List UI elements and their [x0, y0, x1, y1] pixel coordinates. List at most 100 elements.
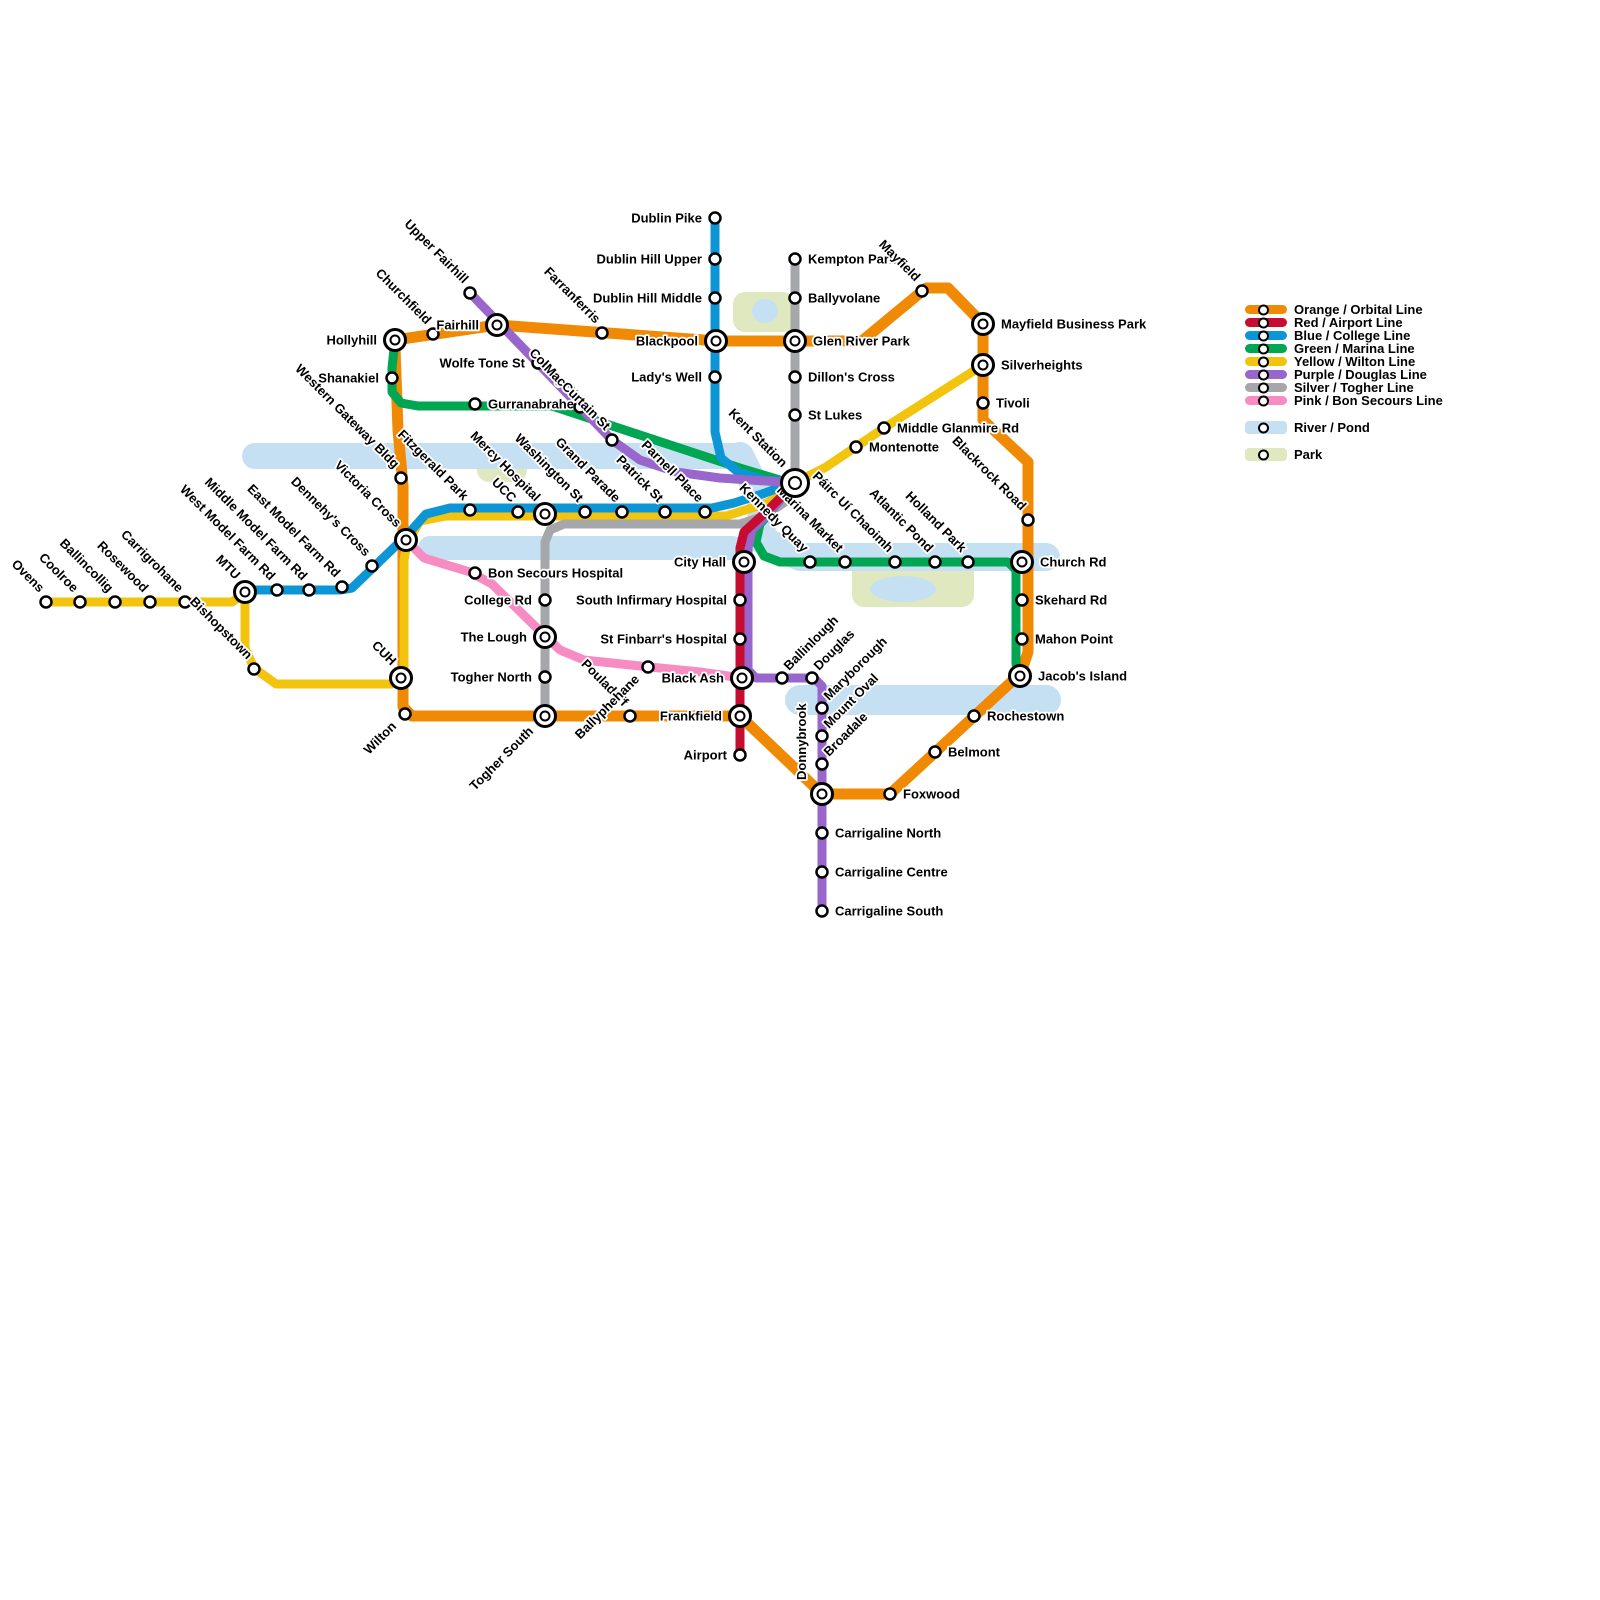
station-inner-ring [395, 672, 407, 684]
station-inner-ring [734, 710, 746, 722]
station-dot [270, 583, 284, 597]
station-gurranabraher[interactable]: Gurranabraher [468, 395, 581, 413]
station-ballyphehane[interactable]: Ballyphehane [570, 660, 655, 744]
station-donnybrook[interactable]: Donnybrook [792, 701, 834, 806]
station-label-fairhill: Fairhill [436, 318, 479, 333]
station-dot [302, 583, 316, 597]
legend-item-blue-college-line: Blue / College Line [1245, 328, 1443, 343]
legend-station-icon [1258, 356, 1269, 367]
legend-label: River / Pond [1294, 420, 1370, 435]
station-label-airport: Airport [684, 748, 728, 763]
station-bon-secours-hospital[interactable]: Bon Secours Hospital [468, 564, 625, 582]
station-wilton[interactable]: Wilton [359, 707, 412, 759]
legend-station-icon [1258, 343, 1269, 354]
station-label-kempton-park: Kempton Park [808, 252, 897, 267]
station-inner-ring [977, 318, 989, 330]
station-dot [578, 505, 592, 519]
station-upper-fairhill[interactable]: Upper Fairhill [400, 215, 477, 300]
legend-swatch [1245, 343, 1287, 354]
station-dublin-pike[interactable]: Dublin Pike [629, 209, 722, 227]
station-belmont[interactable]: Belmont [928, 743, 1002, 761]
station-dot [788, 370, 802, 384]
station-dot [426, 327, 440, 341]
station-label-wolfe-tone-st: Wolfe Tone St [440, 356, 526, 371]
station-mayfield-business-park[interactable]: Mayfield Business Park [971, 312, 1149, 336]
station-mayfield[interactable]: Mayfield [874, 235, 929, 298]
station-dot [39, 595, 53, 609]
station-label-church-rd: Church Rd [1040, 555, 1107, 570]
legend-label: Purple / Douglas Line [1294, 367, 1427, 382]
station-wolfe-tone-st[interactable]: Wolfe Tone St [438, 354, 545, 372]
station-label-dublin-pike: Dublin Pike [631, 211, 702, 226]
station-label-st-lukes: St Lukes [808, 408, 862, 423]
station-dot [698, 505, 712, 519]
station-carrigaline-south[interactable]: Carrigaline South [815, 902, 945, 920]
station-jacob-s-island[interactable]: Jacob's Island [1008, 664, 1129, 688]
station-label-carrigaline-centre: Carrigaline Centre [835, 865, 948, 880]
station-dot [815, 757, 829, 771]
station-st-lukes[interactable]: St Lukes [788, 406, 864, 424]
station-dot [708, 211, 722, 225]
station-middle-glanmire-rd[interactable]: Middle Glanmire Rd [877, 419, 1021, 437]
station-tivoli[interactable]: Tivoli [976, 394, 1031, 412]
station-kempton-park[interactable]: Kempton Park [788, 250, 899, 268]
station-st-finbarr-s-hospital[interactable]: St Finbarr's Hospital [599, 630, 747, 648]
station-label-carrigaline-south: Carrigaline South [835, 904, 943, 919]
station-dillon-s-cross[interactable]: Dillon's Cross [788, 368, 897, 386]
station-dot [788, 252, 802, 266]
station-silverheights[interactable]: Silverheights [971, 353, 1084, 377]
station-dot [335, 580, 349, 594]
station-skehard-rd[interactable]: Skehard Rd [1015, 591, 1109, 609]
station-dot [888, 555, 902, 569]
legend-item-red-airport-line: Red / Airport Line [1245, 315, 1443, 330]
station-dot [967, 709, 981, 723]
station-dot [1021, 513, 1035, 527]
station-dublin-hill-middle[interactable]: Dublin Hill Middle [591, 289, 722, 307]
station-churchfield[interactable]: Churchfield [371, 264, 440, 341]
station-dublin-hill-upper[interactable]: Dublin Hill Upper [595, 250, 722, 268]
station-inner-ring [736, 672, 748, 684]
station-mahon-point[interactable]: Mahon Point [1015, 630, 1115, 648]
station-blackrock-road[interactable]: Blackrock Road [948, 431, 1035, 527]
station-college-rd[interactable]: College Rd [462, 591, 552, 609]
station-dot [365, 559, 379, 573]
station-glen-river-park[interactable]: Glen River Park [783, 329, 912, 353]
station-south-infirmary-hospital[interactable]: South Infirmary Hospital [574, 591, 747, 609]
legend-swatch [1245, 382, 1287, 393]
station-dot [775, 671, 789, 685]
station-dot [108, 595, 122, 609]
station-frankfield[interactable]: Frankfield [658, 704, 752, 728]
legend-item-park: Park [1245, 447, 1443, 462]
station-foxwood[interactable]: Foxwood [883, 785, 962, 803]
station-label-belmont: Belmont [948, 745, 1001, 760]
station-hollyhill[interactable]: Hollyhill [325, 328, 407, 352]
station-montenotte[interactable]: Montenotte [849, 438, 941, 456]
legend-label: Park [1294, 447, 1323, 462]
station-shanakiel[interactable]: Shanakiel [317, 369, 399, 387]
legend-swatch [1245, 330, 1287, 341]
station-airport[interactable]: Airport [682, 746, 747, 764]
station-label-rochestown: Rochestown [987, 709, 1064, 724]
station-rochestown[interactable]: Rochestown [967, 707, 1066, 725]
station-carrigaline-centre[interactable]: Carrigaline Centre [815, 863, 949, 881]
station-ballyvolane[interactable]: Ballyvolane [788, 289, 882, 307]
line-orange-orbital-line [389, 282, 1034, 800]
station-label-the-lough: The Lough [461, 630, 527, 645]
station-church-rd[interactable]: Church Rd [1010, 550, 1108, 574]
legend-station-icon [1258, 382, 1269, 393]
station-the-lough[interactable]: The Lough [459, 625, 557, 649]
station-dot [615, 505, 629, 519]
station-label-churchfield: Churchfield [373, 265, 435, 327]
station-black-ash[interactable]: Black Ash [660, 666, 754, 690]
station-inner-ring [789, 335, 801, 347]
station-label-dublin-hill-upper: Dublin Hill Upper [597, 252, 702, 267]
station-inner-ring [738, 556, 750, 568]
station-fairhill[interactable]: Fairhill [435, 313, 509, 337]
legend-swatch [1245, 395, 1287, 406]
station-carrigaline-north[interactable]: Carrigaline North [815, 824, 943, 842]
station-inner-ring [1016, 556, 1028, 568]
station-lady-s-well[interactable]: Lady's Well [629, 368, 722, 386]
station-blackpool[interactable]: Blackpool [634, 329, 728, 353]
station-city-hall[interactable]: City Hall [672, 550, 756, 574]
station-togher-north[interactable]: Togher North [449, 668, 552, 686]
